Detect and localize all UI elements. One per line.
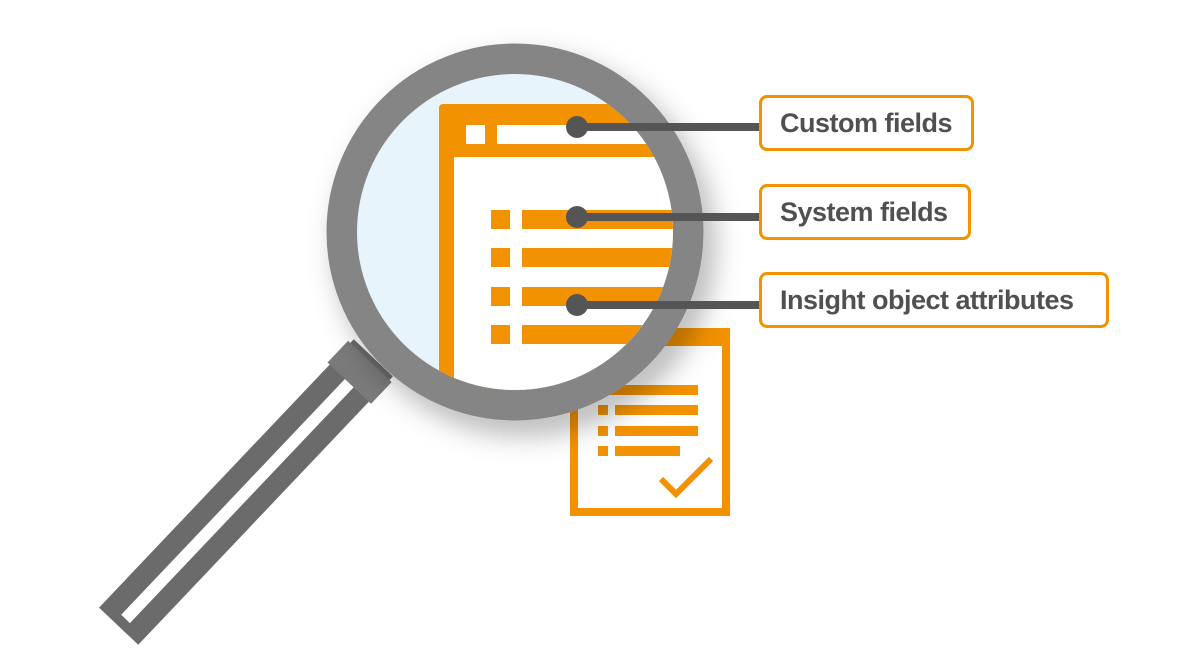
label-text: Insight object attributes: [780, 284, 1074, 315]
label-text: Custom fields: [780, 107, 953, 138]
connector-insight-attributes: [566, 294, 760, 316]
label-insight-attributes: Insight object attributes: [759, 272, 1109, 328]
label-text: System fields: [780, 196, 948, 227]
label-system-fields: System fields: [759, 184, 971, 240]
label-custom-fields: Custom fields: [759, 95, 974, 151]
checkmark-icon: [658, 456, 714, 499]
connector-custom-fields: [566, 116, 760, 138]
magnifier-lens: [326, 43, 704, 421]
magnifier-handle: [99, 339, 393, 645]
connector-system-fields: [566, 206, 760, 228]
